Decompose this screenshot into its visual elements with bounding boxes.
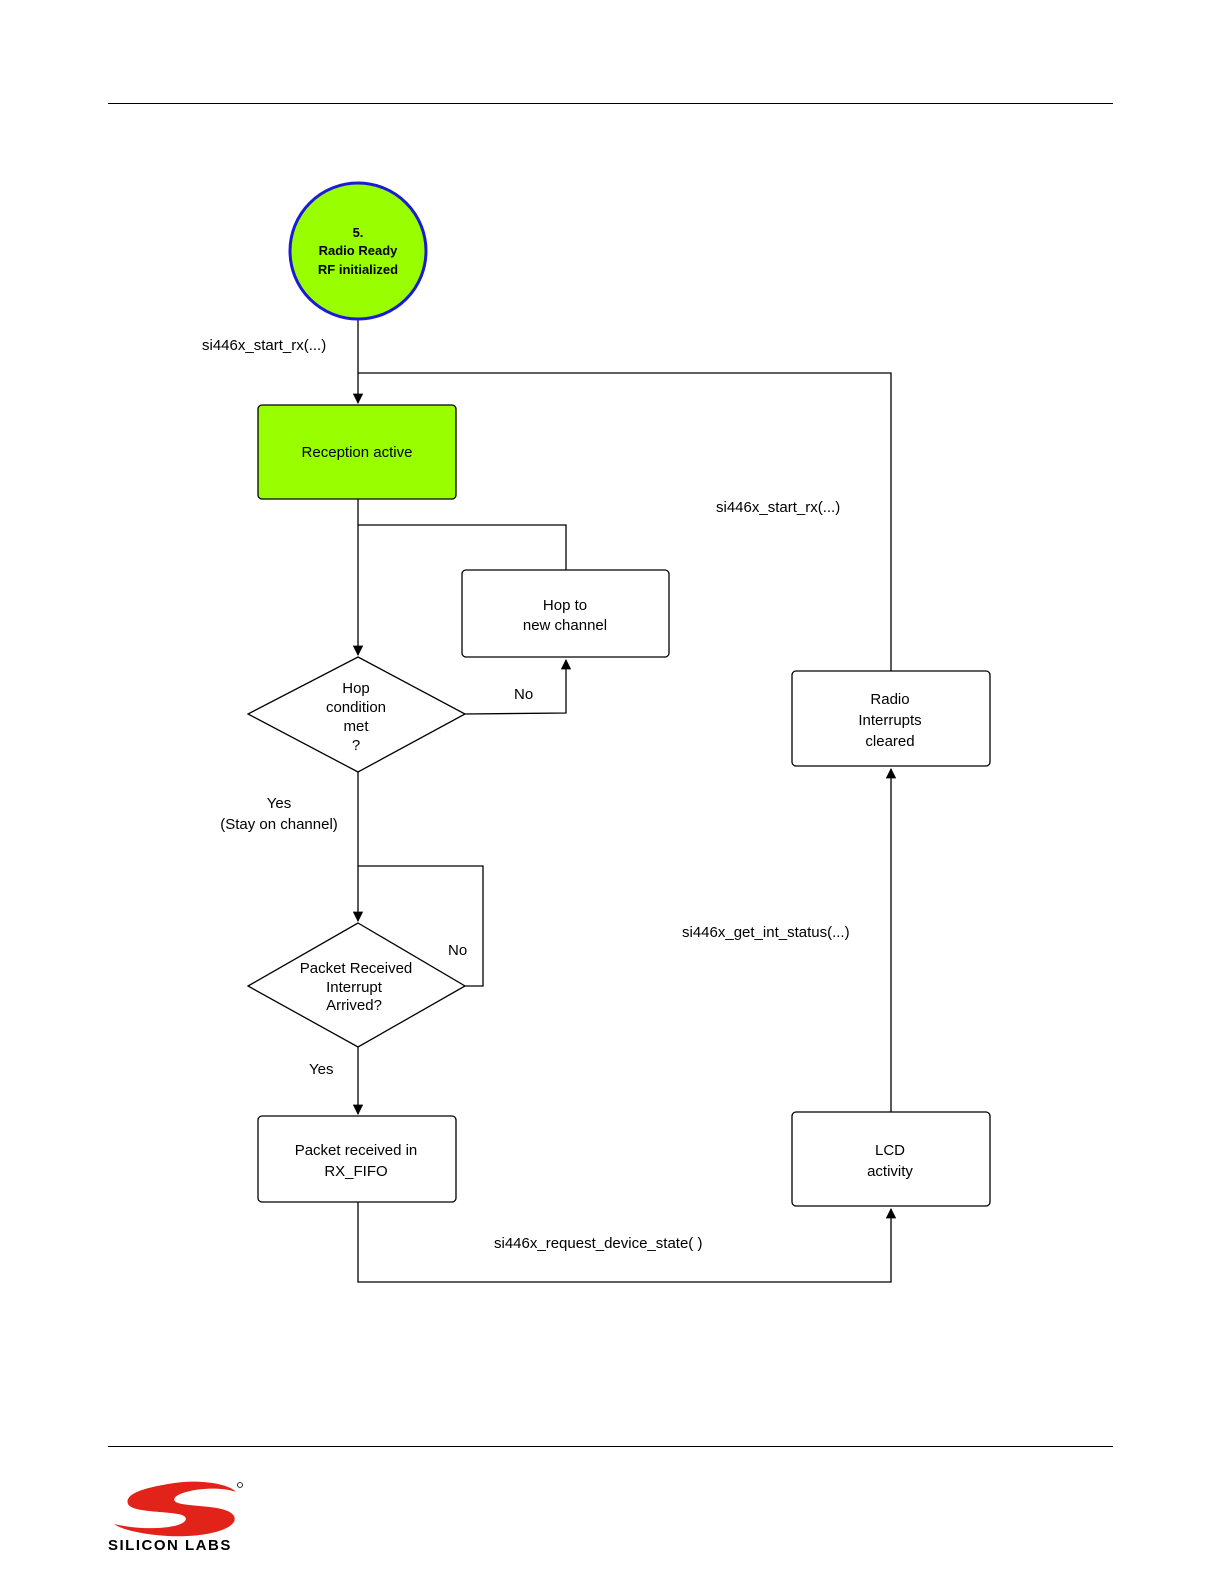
label-start-rx-top: si446x_start_rx(...) xyxy=(202,337,326,354)
start-node: 5. Radio Ready RF initialized xyxy=(288,181,428,321)
footer-rule xyxy=(108,1446,1113,1447)
label-start-rx-right: si446x_start_rx(...) xyxy=(716,499,840,516)
label-packet-yes: Yes xyxy=(309,1061,333,1078)
hop-decision-line2: condition xyxy=(326,699,386,716)
packet-decision-line1: Packet Received xyxy=(300,960,413,977)
silicon-labs-logo: SILICON LABS xyxy=(108,1480,248,1560)
start-number: 5. xyxy=(353,225,364,240)
hop-channel-line2: new channel xyxy=(523,617,607,634)
packet-decision-line2: Interrupt xyxy=(326,979,383,996)
lcd-line1: LCD xyxy=(875,1142,905,1159)
edge-packet-to-lcd xyxy=(357,1202,897,1283)
edge-hop-channel-return xyxy=(358,524,567,570)
radio-cleared-line3: cleared xyxy=(865,733,914,750)
packet-decision-line3: Arrived? xyxy=(326,997,382,1014)
reception-active-node: Reception active xyxy=(257,404,457,500)
label-packet-no: No xyxy=(448,942,467,959)
edge-radio-to-reception xyxy=(358,372,892,671)
label-get-int-status: si446x_get_int_status(...) xyxy=(682,924,850,941)
radio-cleared-line1: Radio xyxy=(870,691,909,708)
hop-decision-line1: Hop xyxy=(342,680,370,697)
edge-hop-no xyxy=(464,658,572,715)
packet-received-line1: Packet received in xyxy=(295,1142,418,1159)
label-hop-yes-1: Yes xyxy=(267,795,291,812)
hop-decision-line3: met xyxy=(343,718,369,735)
edge-packet-no-loop xyxy=(358,865,484,987)
hop-decision-node: Hop condition met ? xyxy=(246,656,467,773)
packet-decision-node: Packet Received Interrupt Arrived? xyxy=(246,922,467,1048)
packet-received-node: Packet received in RX_FIFO xyxy=(257,1115,457,1203)
radio-cleared-line2: Interrupts xyxy=(858,712,921,729)
label-request-state: si446x_request_device_state( ) xyxy=(494,1235,702,1252)
label-hop-yes-2: (Stay on channel) xyxy=(220,816,338,833)
packet-received-line2: RX_FIFO xyxy=(324,1163,387,1180)
start-line2: RF initialized xyxy=(318,262,398,277)
lcd-line2: activity xyxy=(867,1163,913,1180)
hop-decision-line4: ? xyxy=(352,737,360,754)
label-hop-no: No xyxy=(514,686,533,703)
reception-label: Reception active xyxy=(302,444,413,461)
company-name: SILICON LABS xyxy=(108,1537,232,1554)
header-rule xyxy=(108,103,1113,104)
hop-channel-line1: Hop to xyxy=(543,597,587,614)
lcd-activity-node: LCD activity xyxy=(791,1111,991,1207)
silicon-labs-swoosh-icon xyxy=(114,1481,243,1537)
hop-channel-node: Hop to new channel xyxy=(461,569,670,658)
radio-cleared-node: Radio Interrupts cleared xyxy=(791,670,991,767)
start-line1: Radio Ready xyxy=(319,243,399,258)
